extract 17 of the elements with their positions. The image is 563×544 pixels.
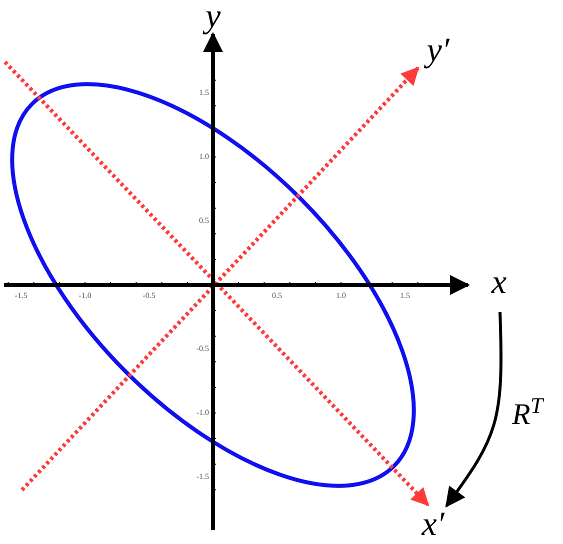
tick-label: -1.5 [14, 290, 28, 302]
axis-label: y [198, 0, 228, 34]
axis-label: y′ [420, 34, 456, 68]
tick-label: 0.5 [271, 290, 283, 302]
axis-label: x′ [416, 508, 450, 542]
tick-label: 1.0 [335, 290, 347, 302]
axis-label: x [484, 266, 514, 300]
tick-label: 1.5 [399, 290, 411, 302]
tick-label: 0.5 [198, 215, 209, 227]
tick-label: 1.5 [198, 87, 209, 99]
tick-label: -0.5 [142, 290, 156, 302]
tick-label: -0.5 [195, 343, 209, 355]
tick-label: 1.0 [198, 151, 209, 163]
curved-arrow [445, 312, 502, 508]
tick-label: -1.0 [78, 290, 92, 302]
tick-label: -1.5 [195, 471, 209, 483]
tick-label: -1.0 [195, 407, 209, 419]
